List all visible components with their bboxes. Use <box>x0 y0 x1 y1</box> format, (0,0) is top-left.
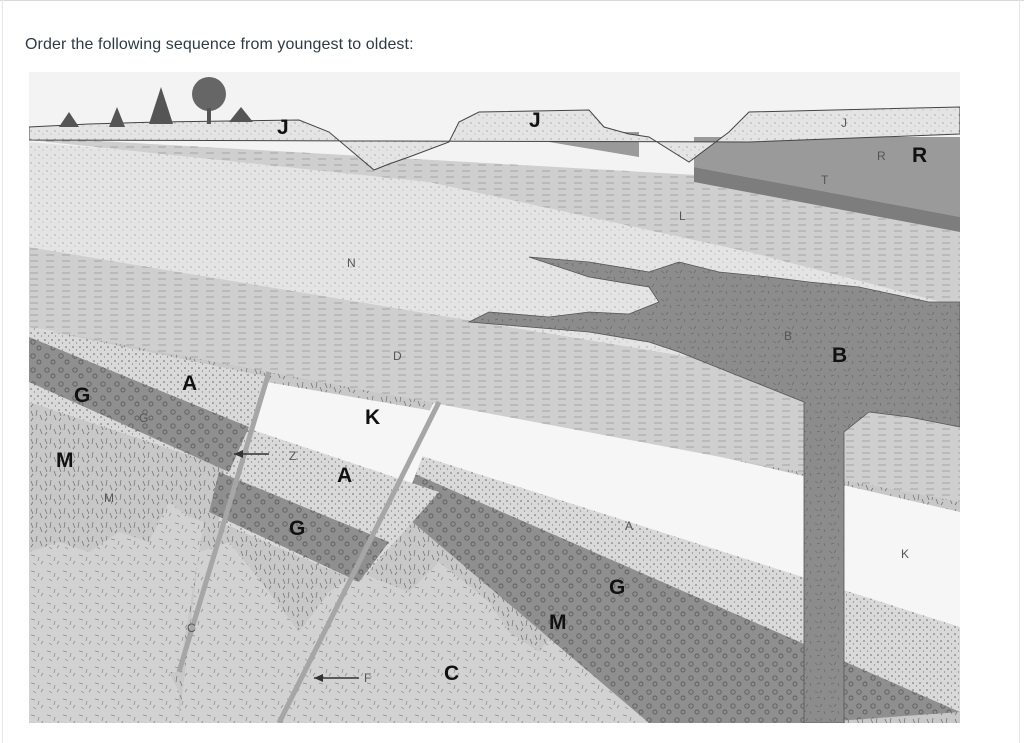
label-a-right: A <box>625 519 633 533</box>
tree-icon <box>109 107 125 127</box>
label-g-mid: G <box>289 517 305 540</box>
fault-z <box>176 371 272 673</box>
layer-t <box>694 137 960 217</box>
layer-k-mid <box>209 372 439 492</box>
tree-icon <box>59 112 79 127</box>
label-r-big: R <box>912 144 927 167</box>
layer-c-left <box>29 502 204 672</box>
label-k-mid: K <box>365 406 380 429</box>
label-a-mid: A <box>337 464 352 487</box>
top-divider <box>0 0 1024 1</box>
label-c-bottom: C <box>444 662 459 685</box>
label-z: Z <box>289 449 296 463</box>
label-k-right: K <box>901 547 909 561</box>
label-j-left: J <box>277 116 289 139</box>
label-b-big: B <box>832 344 847 367</box>
label-b-small: B <box>784 329 792 343</box>
tree-icons <box>59 77 253 127</box>
right-border <box>1019 0 1020 743</box>
layer-g-mid <box>209 472 389 582</box>
label-n: N <box>347 256 356 270</box>
layer-c-far-left <box>29 632 179 723</box>
layer-c-bottom <box>179 542 649 723</box>
fault-f <box>276 400 442 723</box>
tree-trunk <box>207 108 211 124</box>
fault-f-arrowhead <box>314 674 323 682</box>
intrusion-b <box>467 256 960 723</box>
tree-icon <box>229 107 253 122</box>
label-t: T <box>821 173 829 187</box>
label-m-bottom: M <box>549 611 567 634</box>
tree-icon <box>149 87 173 124</box>
geologic-cross-section: J J J R R T L N D B B G G A Z M M K A G … <box>29 72 960 723</box>
layer-r <box>694 167 960 232</box>
layer-d <box>29 247 960 502</box>
label-j-right: J <box>841 116 847 130</box>
label-m-left-small: M <box>104 491 114 505</box>
fault-z-arrowhead <box>234 450 243 458</box>
label-r-small: R <box>877 149 886 163</box>
label-d: D <box>393 349 402 363</box>
left-border <box>2 0 3 743</box>
layer-g-left <box>29 337 249 472</box>
label-j-mid: J <box>529 109 541 132</box>
label-l: L <box>679 209 686 223</box>
layer-j-surface <box>29 106 960 171</box>
label-c-left: C <box>187 621 196 635</box>
label-g-left-big: G <box>74 384 90 407</box>
question-prompt: Order the following sequence from younge… <box>25 36 414 53</box>
label-g-left-small: G <box>139 411 148 425</box>
label-a-left: A <box>182 372 197 395</box>
tree-icon <box>192 77 226 111</box>
label-g-right: G <box>609 576 625 599</box>
label-m-left-big: M <box>56 449 74 472</box>
label-f: F <box>364 671 371 685</box>
